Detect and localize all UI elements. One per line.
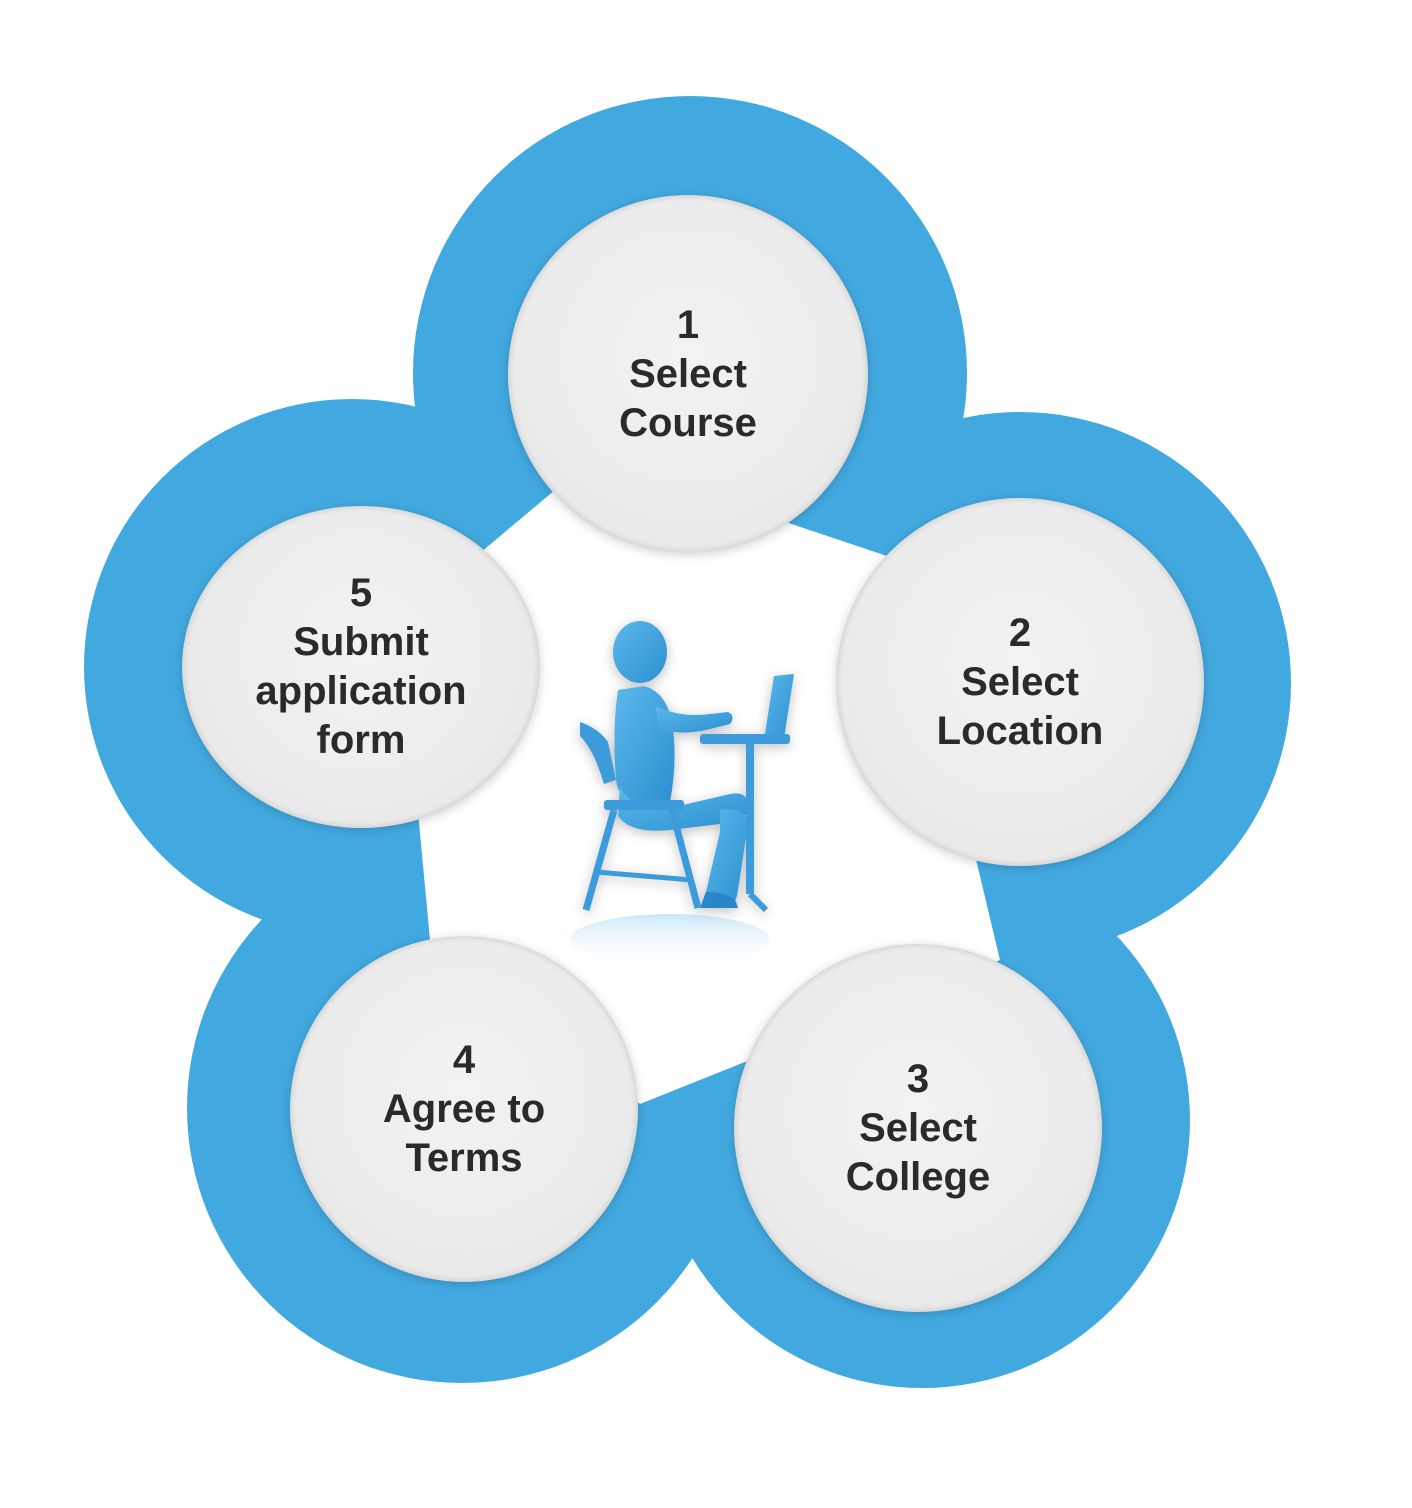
step-2-number: 2: [1008, 610, 1032, 655]
person-at-laptop-icon: [570, 621, 794, 966]
step-4-number: 4: [452, 1037, 476, 1082]
step-5-circle: 5 Submit application form: [182, 506, 540, 828]
step-2-circle: 2 Select Location: [836, 498, 1204, 866]
step-4-label: Agree to Terms: [382, 1086, 546, 1180]
step-1-number: 1: [676, 302, 700, 347]
step-3-number: 3: [906, 1056, 930, 1101]
step-2-label: Select Location: [936, 659, 1104, 753]
step-1-label: Select Course: [619, 351, 757, 445]
step-1-circle: 1 Select Course: [508, 195, 868, 553]
step-3-label: Select College: [845, 1105, 991, 1199]
step-5-label: Submit application form: [255, 620, 467, 762]
step-5-number: 5: [349, 571, 373, 615]
step-3-circle: 3 Select College: [734, 944, 1102, 1312]
step-4-circle: 4 Agree to Terms: [290, 936, 638, 1282]
